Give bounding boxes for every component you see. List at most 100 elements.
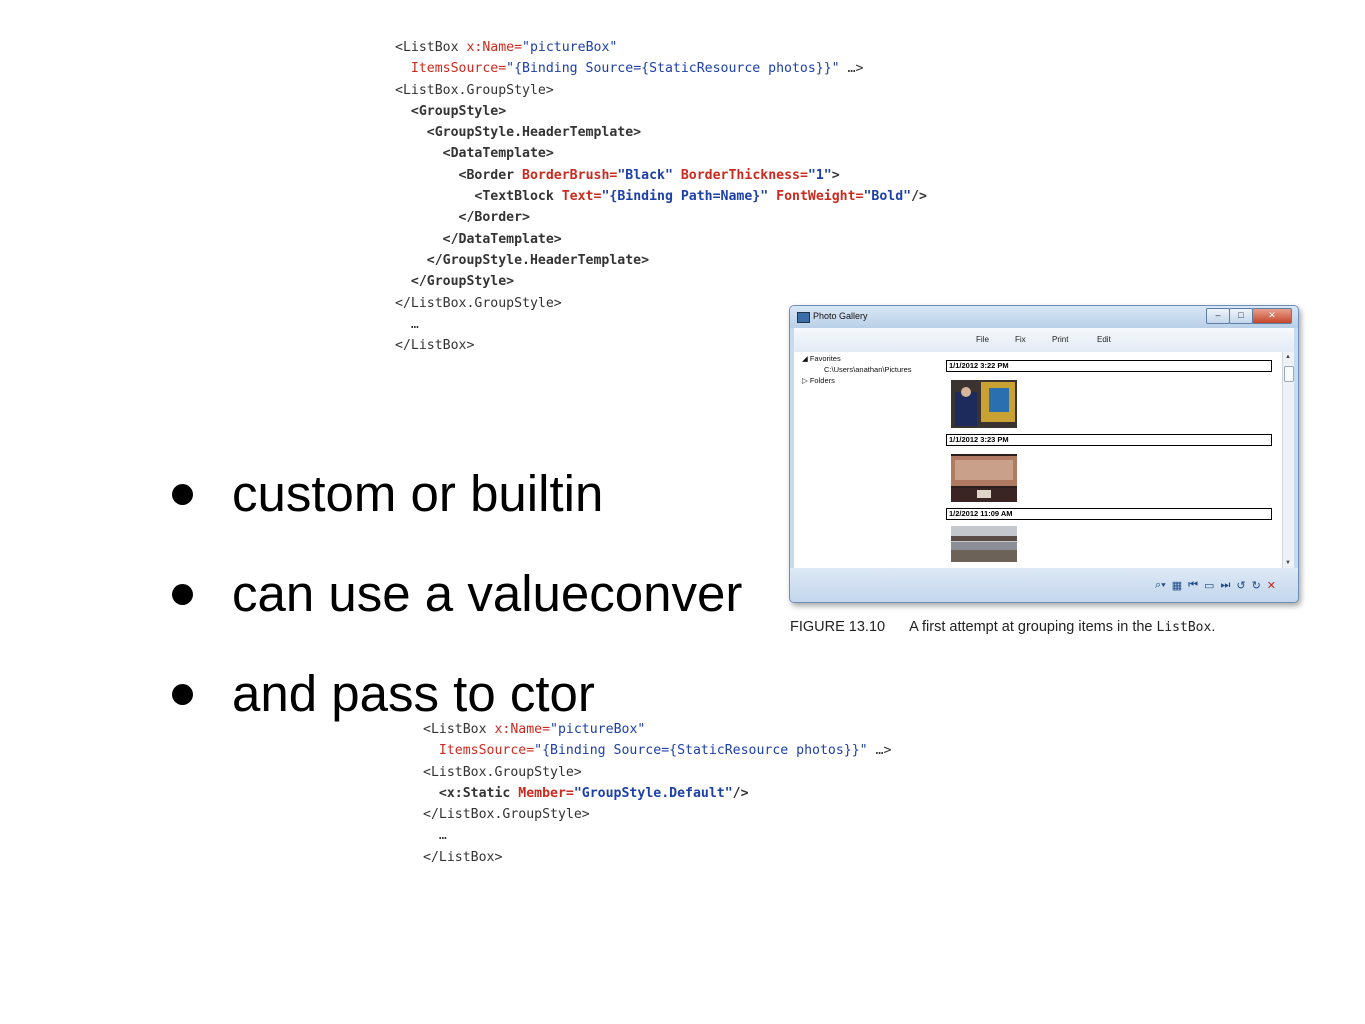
code-listing-bottom: <ListBox x:Name="pictureBox" ItemsSource… [423,719,891,868]
code-token [768,189,776,204]
window-title: Photo Gallery [813,311,868,321]
code-line: <DataTemplate> [395,143,927,164]
code-line: <GroupStyle.HeaderTemplate> [395,122,927,143]
code-token: "pictureBox" [550,722,646,737]
code-token: Member= [518,785,574,801]
code-line: </DataTemplate> [395,229,927,250]
code-token: ItemsSource= [423,743,535,759]
photo-thumbnail[interactable] [951,526,1017,562]
menu-file[interactable]: File [976,335,989,344]
code-token: BorderThickness= [680,167,808,183]
code-token: "pictureBox" [522,40,618,55]
code-token: </DataTemplate> [395,231,562,247]
code-line: <ListBox x:Name="pictureBox" [395,37,927,58]
code-token: "{Binding Source={StaticResource photos}… [534,743,868,759]
status-bar: ⌕▾ ▦ ⏮ ▭ ⏭ ↺ ↻ ✕ [790,568,1298,602]
menu-fix[interactable]: Fix [1015,335,1026,344]
scroll-up-icon[interactable]: ▲ [1285,354,1291,360]
code-token: x:Name= [494,722,551,737]
rotate-right-icon[interactable]: ↻ [1251,580,1261,592]
code-token: <Border [395,167,523,183]
tree-item-favorites[interactable]: ◢ Favorites [802,354,841,363]
photo-thumbnail[interactable] [951,454,1017,502]
code-token: <ListBox.GroupStyle> [395,82,554,98]
code-token: <ListBox.GroupStyle> [423,764,582,780]
menu-edit[interactable]: Edit [1097,335,1111,344]
caption-code: ListBox [1156,620,1212,635]
code-line: ItemsSource="{Binding Source={StaticReso… [423,740,892,761]
delete-icon[interactable]: ✕ [1266,580,1276,592]
code-line: </ListBox> [423,847,891,868]
figure-caption: FIGURE 13.10 A first attempt at grouping … [790,619,1215,635]
code-token: <ListBox [423,722,495,737]
bullet-dot [172,484,193,505]
code-token: </ListBox.GroupStyle> [395,295,562,311]
client-area: ◢ Favorites C:\Users\anathan\Pictures ▷ … [794,352,1294,568]
code-token: "Black" [617,167,673,183]
code-token: <GroupStyle.HeaderTemplate> [395,125,642,141]
tree-item-folders[interactable]: ▷ Folders [802,376,835,385]
code-line: </ListBox.GroupStyle> [423,804,891,825]
minimize-button[interactable]: – [1206,308,1230,324]
code-token: <x:Static [423,785,519,801]
caption-text: A first attempt at grouping items in the [909,619,1157,635]
maximize-button[interactable]: □ [1229,308,1253,324]
window-controls: – □ ✕ [1206,308,1292,324]
code-line: … [395,314,927,335]
rotate-left-icon[interactable]: ↺ [1236,580,1246,592]
code-line: </GroupStyle> [395,271,927,292]
menu-print[interactable]: Print [1052,335,1069,344]
code-line: <Border BorderBrush="Black" BorderThickn… [395,165,927,186]
code-line: </ListBox> [395,335,927,356]
photo-gallery-window: Photo Gallery – □ ✕ File Fix Print Edit … [789,305,1299,603]
code-line: <ListBox.GroupStyle> [395,80,927,101]
code-token: <GroupStyle> [395,103,507,119]
tree-item-pictures-path[interactable]: C:\Users\anathan\Pictures [824,365,912,374]
code-line: </ListBox.GroupStyle> [395,293,927,314]
code-token: x:Name= [466,40,523,55]
code-token: … [423,828,447,844]
code-token: … [395,316,419,332]
code-token: /> [911,189,927,205]
grid-view-icon[interactable]: ▦ [1171,580,1183,592]
code-line: <ListBox.GroupStyle> [423,762,891,783]
menu-bar: File Fix Print Edit [794,328,1294,353]
code-token: "{Binding Source={StaticResource photos}… [506,61,840,77]
code-token: <TextBlock [395,189,562,205]
group-header: 1/1/2012 3:23 PM [946,434,1272,446]
slideshow-icon[interactable]: ▭ [1204,580,1215,592]
code-token: BorderBrush= [522,167,618,183]
code-token: </ListBox> [395,338,475,354]
code-token: "{Binding Path=Name}" [601,189,769,205]
code-token: …> [839,61,864,77]
photo-listbox[interactable]: 1/1/2012 3:22 PM 1/1/2012 3:23 PM 1/2/20… [944,352,1282,568]
zoom-icon[interactable]: ⌕▾ [1154,579,1166,591]
code-line: <GroupStyle> [395,101,927,122]
code-line: <ListBox x:Name="pictureBox" [423,719,891,740]
code-token: </ListBox.GroupStyle> [423,807,590,823]
code-token: "Bold" [863,189,912,205]
code-listing-top: <ListBox x:Name="pictureBox" ItemsSource… [395,37,927,356]
code-token: <ListBox [395,40,467,55]
code-token: </ListBox> [423,849,503,865]
close-button[interactable]: ✕ [1252,308,1292,324]
figure-number: FIGURE 13.10 [790,619,886,635]
scroll-thumb[interactable] [1284,366,1294,382]
vertical-scrollbar[interactable]: ▲ ▼ [1282,352,1294,568]
scroll-down-icon[interactable]: ▼ [1285,560,1291,566]
code-token: FontWeight= [776,189,864,205]
previous-icon[interactable]: ⏮ [1188,579,1199,591]
code-token: <DataTemplate> [395,146,554,162]
code-token: </GroupStyle.HeaderTemplate> [395,252,650,268]
code-token: …> [867,743,892,759]
next-icon[interactable]: ⏭ [1220,579,1231,591]
bullet-dot [172,684,193,705]
photo-thumbnail[interactable] [951,380,1017,428]
code-line: … [423,825,891,846]
app-icon [797,312,810,323]
title-bar[interactable]: Photo Gallery – □ ✕ [790,306,1298,328]
group-header: 1/2/2012 11:09 AM [946,508,1272,520]
code-token: /> [732,785,749,801]
code-token: "GroupStyle.Default" [573,785,733,801]
caption-end: . [1211,619,1216,635]
